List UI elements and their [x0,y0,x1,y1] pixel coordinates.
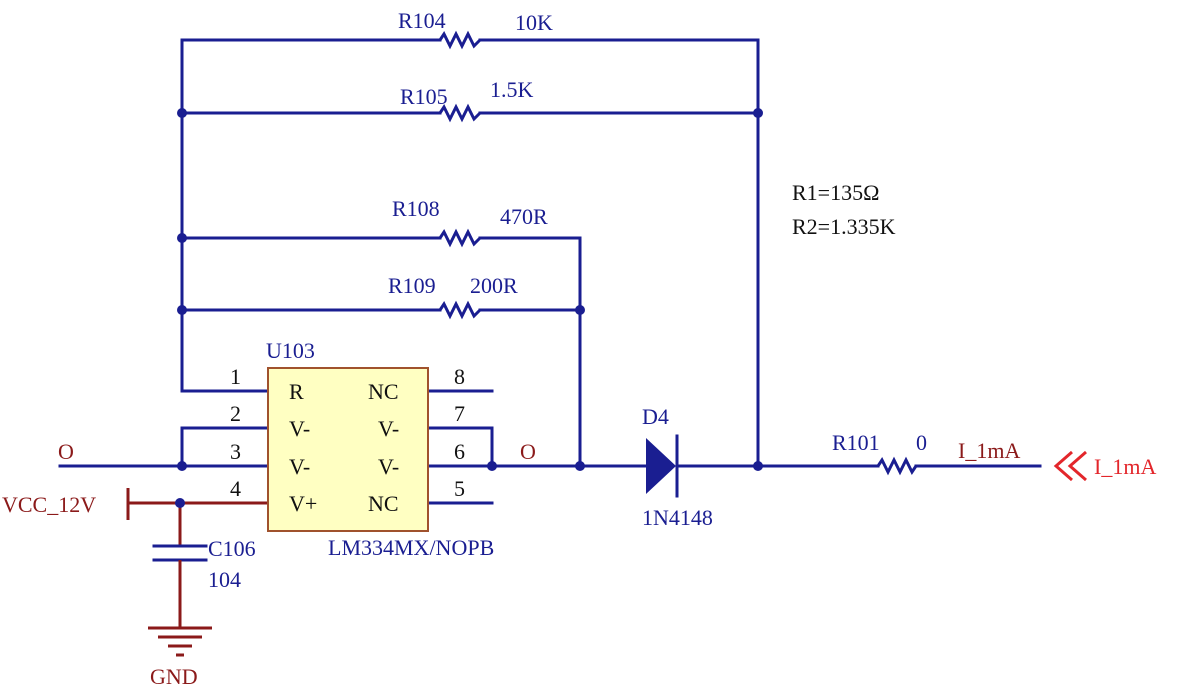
port-i-1ma-label: I_1mA [1094,454,1156,479]
pin-name-7: V- [378,416,399,441]
pin-name-8: NC [368,379,399,404]
r101-symbol [876,456,918,476]
net-o-right: O [520,439,536,464]
r109-symbol [438,300,482,320]
pin-num-4: 4 [230,476,241,501]
ic-designator: U103 [266,338,315,363]
pin-name-3: V- [289,454,310,479]
r105-value: 1.5K [490,77,534,102]
pin-name-1: R [289,379,304,404]
net-gnd: GND [150,664,198,689]
pin-num-5: 5 [454,476,465,501]
ic-body [267,367,429,532]
r105-symbol [438,103,482,123]
ic-part: LM334MX/NOPB [328,535,494,560]
pin-name-4: V+ [289,491,317,516]
pin-num-2: 2 [230,401,241,426]
pin-num-8: 8 [454,364,465,389]
diode-symbol [646,438,676,494]
pin-num-1: 1 [230,364,241,389]
note-r1: R1=135Ω [792,180,879,205]
pin-name-6: V- [378,454,399,479]
r104-designator: R104 [398,8,446,33]
diode-designator: D4 [642,404,669,429]
port-chevron-inner [1067,450,1087,482]
r108-designator: R108 [392,196,440,221]
wires [58,38,1042,505]
r109-value: 200R [470,273,518,298]
pin-num-6: 6 [454,439,465,464]
diode-part: 1N4148 [642,505,713,530]
r101-value: 0 [916,430,927,455]
r108-symbol [438,228,482,248]
cap-value: 104 [208,567,241,592]
cap-designator: C106 [208,536,256,561]
junctions [175,108,763,508]
r105-designator: R105 [400,84,448,109]
r104-symbol [438,30,482,50]
note-r2: R2=1.335K [792,214,896,239]
r101-designator: R101 [832,430,880,455]
net-i-1ma: I_1mA [958,438,1020,463]
net-o-left: O [58,439,74,464]
pin-name-5: NC [368,491,399,516]
pin-name-2: V- [289,416,310,441]
r109-designator: R109 [388,273,436,298]
r108-value: 470R [500,204,548,229]
pin-num-3: 3 [230,439,241,464]
port-chevron-outer [1053,450,1073,482]
power-wires [126,488,268,657]
r104-value: 10K [515,10,553,35]
net-vcc: VCC_12V [2,492,96,517]
pin-num-7: 7 [454,401,465,426]
